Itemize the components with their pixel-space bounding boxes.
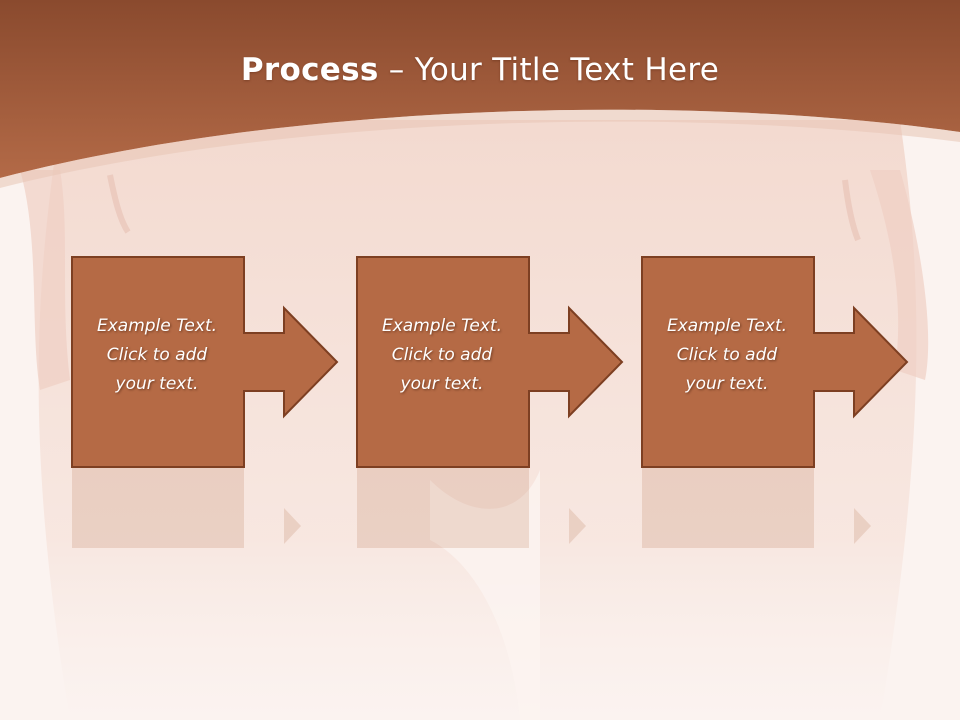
header-band <box>0 0 960 188</box>
step-3-line-3: your text. <box>685 374 769 394</box>
process-step-3[interactable]: Example Text. Click to add your text. <box>641 256 911 468</box>
step-3-text[interactable]: Example Text. Click to add your text. <box>641 312 813 399</box>
step-2-line-1: Example Text. <box>381 316 503 336</box>
step-1-arrow-shape <box>71 256 339 468</box>
step-1-text[interactable]: Example Text. Click to add your text. <box>71 312 243 399</box>
step-3-reflection <box>642 468 871 548</box>
step-2-line-2: Click to add <box>391 345 493 365</box>
step-1-reflection <box>72 468 301 548</box>
step-1-line-2: Click to add <box>106 345 208 365</box>
step-1-line-1: Example Text. <box>96 316 218 336</box>
process-step-2[interactable]: Example Text. Click to add your text. <box>356 256 626 468</box>
step-1-line-3: your text. <box>115 374 199 394</box>
step-3-arrow-shape <box>641 256 909 468</box>
step-3-line-1: Example Text. <box>666 316 788 336</box>
step-2-text[interactable]: Example Text. Click to add your text. <box>356 312 528 399</box>
title-rest-text: Your Title Text Here <box>414 52 720 88</box>
step-2-reflection <box>357 468 586 548</box>
step-2-arrow-shape <box>356 256 624 468</box>
title-bold-text: Process <box>240 52 379 88</box>
slide-title[interactable]: Process – Your Title Text Here <box>0 52 960 88</box>
process-step-1[interactable]: Example Text. Click to add your text. <box>71 256 341 468</box>
step-3-line-2: Click to add <box>676 345 778 365</box>
title-dash: – <box>378 52 415 88</box>
step-2-line-3: your text. <box>400 374 484 394</box>
